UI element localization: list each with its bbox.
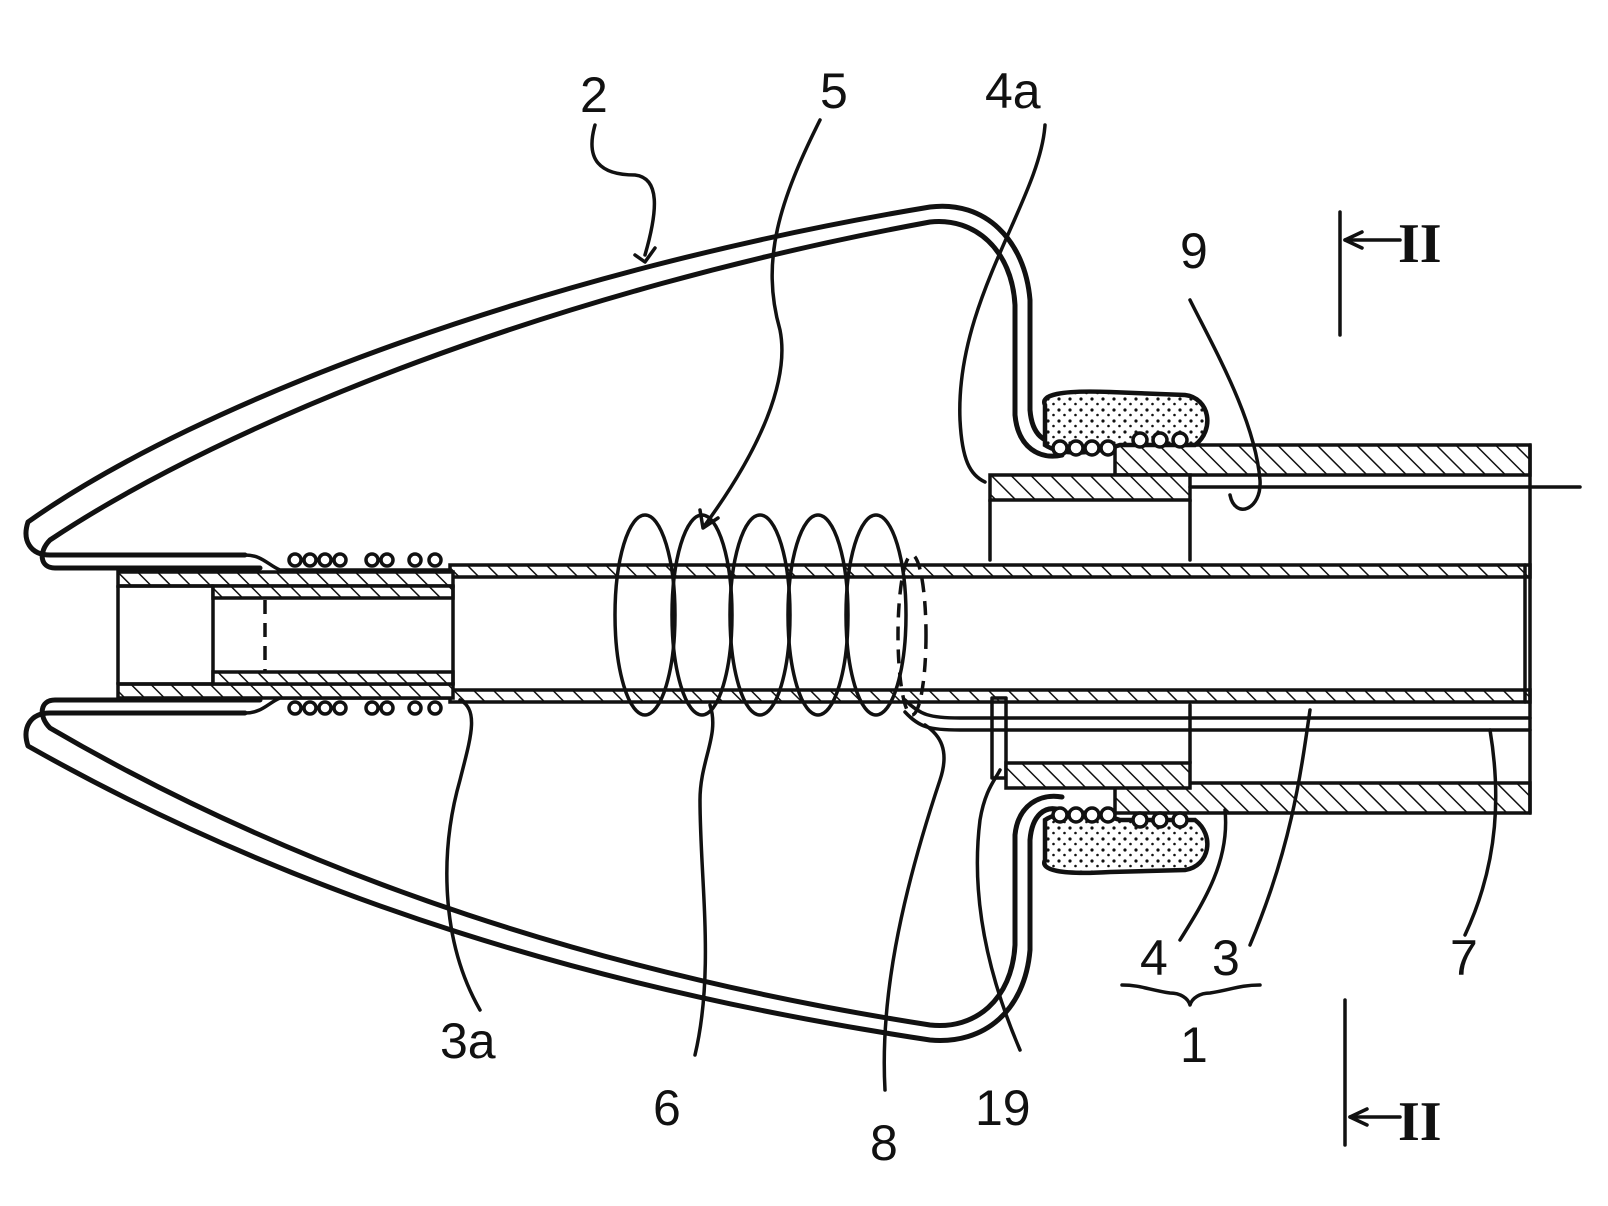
lead-wire-2 — [905, 712, 1530, 730]
label-3a: 3a — [440, 1013, 496, 1069]
section-mark-bottom: II — [1398, 1091, 1442, 1153]
thermocouple — [992, 698, 1006, 778]
label-8: 8 — [870, 1115, 898, 1171]
label-9: 9 — [1180, 223, 1208, 279]
label-4a: 4a — [985, 63, 1041, 119]
label-7: 7 — [1450, 930, 1478, 986]
label-5: 5 — [820, 63, 848, 119]
label-3: 3 — [1212, 930, 1240, 986]
reference-labels: 2 5 4a 9 3a 6 8 19 4 3 7 1 II II — [440, 63, 1478, 1171]
section-line-bottom — [1345, 1000, 1400, 1145]
section-mark-top: II — [1398, 213, 1442, 275]
label-1: 1 — [1180, 1017, 1208, 1073]
label-2: 2 — [580, 67, 608, 123]
outer-tube — [990, 445, 1580, 813]
label-4: 4 — [1140, 930, 1168, 986]
section-line-top — [1340, 212, 1400, 335]
label-6: 6 — [653, 1080, 681, 1136]
label-19: 19 — [975, 1080, 1031, 1136]
inner-tube — [450, 565, 1530, 702]
distal-tip — [118, 572, 453, 698]
heating-coil — [615, 515, 926, 715]
